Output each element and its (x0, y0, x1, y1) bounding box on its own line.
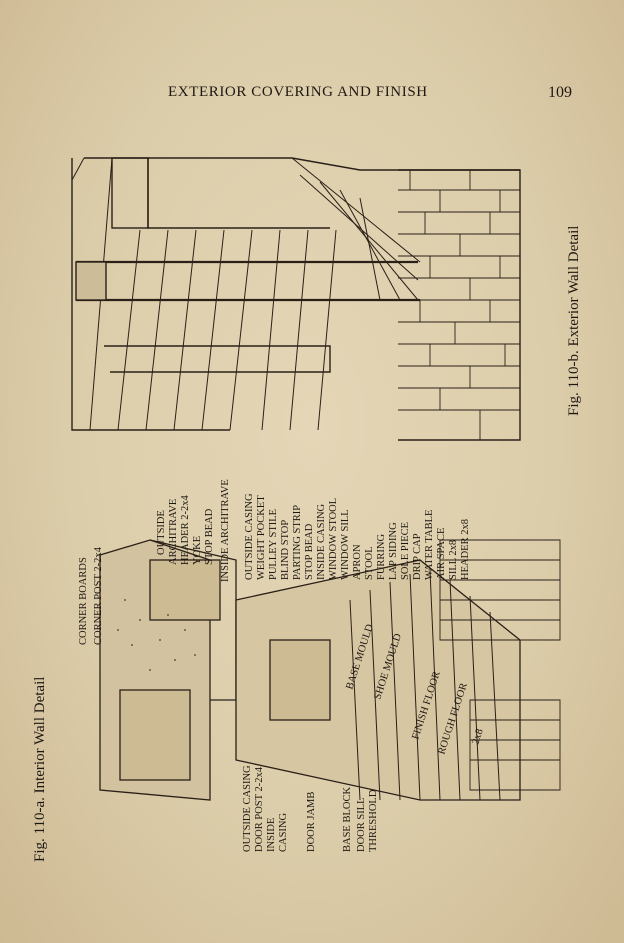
label-threshold: THRESHOLD (368, 789, 379, 852)
label-inside: INSIDE (266, 818, 277, 852)
label-stool: STOOL (364, 546, 375, 580)
label-parting-strip: PARTING STRIP (292, 505, 303, 580)
label-casing: CASING (278, 812, 289, 852)
label-door-jamb: DOOR JAMB (306, 792, 317, 852)
running-head: EXTERIOR COVERING AND FINISH (168, 84, 428, 100)
fig-a-labels-bottom: OUTSIDE CASING DOOR POST 2-2x4 INSIDE CA… (242, 765, 379, 852)
label-lap-siding: LAP SIDING (388, 522, 399, 580)
label-sole-piece: SOLE PIECE (400, 522, 411, 580)
label-furring: FURRING (376, 533, 387, 580)
label-outside-casing: OUTSIDE CASING (244, 493, 255, 580)
label-sill-2x8: SILL 2x8 (448, 540, 459, 580)
label-window-sill: WINDOW SILL (340, 509, 351, 580)
label-blind-stop: BLIND STOP (280, 520, 291, 580)
label-inside-architrave: INSIDE ARCHITRAVE (220, 479, 231, 582)
fig-a-labels-top: CORNER BOARDS CORNER POST 2-2x4 OUTSIDE … (78, 479, 471, 645)
label-2x8: 2x8 (470, 728, 485, 746)
label-weight-pocket: WEIGHT POCKET (256, 495, 267, 580)
label-window-stool: WINDOW STOOL (328, 498, 339, 580)
label-door-post: DOOR POST 2-2x4 (254, 766, 265, 852)
label-outside: OUTSIDE (156, 510, 167, 555)
label-drip-cap: DRIP CAP (412, 533, 423, 580)
label-stop-bead: STOP BEAD (204, 508, 215, 565)
label-door-sill: DOOR SILL (356, 797, 367, 852)
label-pulley-stile: PULLEY STILE (268, 509, 279, 580)
label-apron: APRON (352, 544, 363, 580)
label-air-space: AIR SPACE (436, 528, 447, 580)
caption-fig-110a: Fig. 110-a. Interior Wall Detail (32, 676, 48, 862)
caption-fig-110b: Fig. 110-b. Exterior Wall Detail (566, 225, 582, 416)
label-water-table: WATER TABLE (424, 510, 435, 580)
page-header: EXTERIOR COVERING AND FINISH 109 (0, 84, 624, 108)
label-architrave: ARCHITRAVE (168, 499, 179, 565)
label-yoke: YOKE (192, 536, 203, 565)
label-base-block: BASE BLOCK (342, 787, 353, 852)
label-stop-bead-2: STOP BEAD (304, 523, 315, 580)
interior-wall-drawing (99, 539, 561, 801)
page-number: 109 (548, 84, 572, 101)
exterior-wall-drawing (71, 157, 521, 441)
label-header-2x8: HEADER 2x8 (460, 519, 471, 580)
label-corner-post: CORNER POST 2-2x4 (93, 546, 104, 645)
label-header-2x4: HEADER 2-2x4 (180, 495, 191, 565)
label-outside-casing-door: OUTSIDE CASING (242, 765, 253, 852)
label-corner-boards: CORNER BOARDS (78, 557, 89, 645)
label-inside-casing: INSIDE CASING (316, 503, 327, 580)
